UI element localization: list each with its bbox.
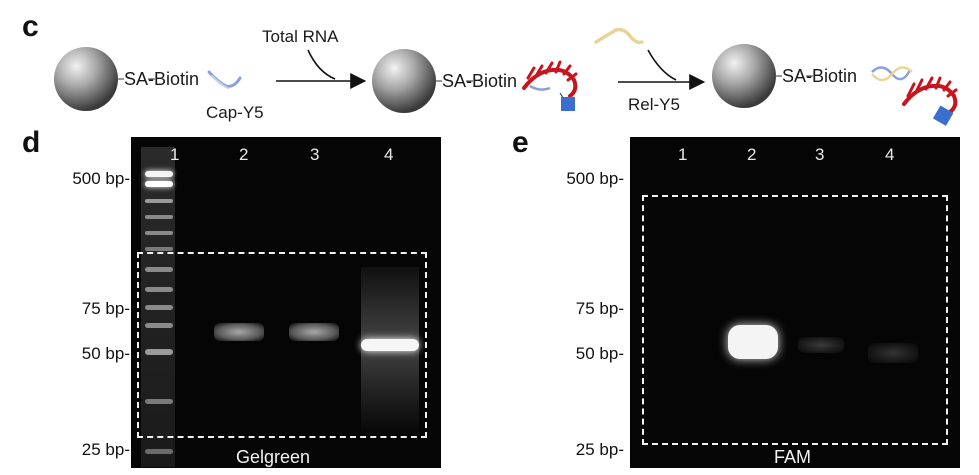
smear-lane-4 <box>361 267 419 437</box>
sample-band-lane-3 <box>289 323 339 341</box>
lane-label-3-e: 3 <box>815 145 825 164</box>
marker-25-d: 25 bp- <box>81 440 130 459</box>
sample-band-lane-4-e <box>868 343 918 363</box>
marker-75-d: 75 bp- <box>81 299 130 318</box>
rel-probe-curve <box>647 49 677 81</box>
ladder-band <box>145 215 173 219</box>
capture-probe-1 <box>207 70 242 88</box>
schematic-diagram <box>54 27 958 126</box>
sample-band-lane-3-e <box>798 337 844 353</box>
gel-image-d <box>131 137 441 468</box>
rel-y5-label: Rel-Y5 <box>628 95 680 114</box>
sa-biotin-label-3: SA-Biotin <box>782 66 858 86</box>
ladder-band <box>145 267 173 272</box>
bead-2 <box>372 49 436 113</box>
ladder-band <box>145 287 173 292</box>
marker-25-e: 25 bp- <box>575 440 624 459</box>
lane-label-1-e: 1 <box>678 145 688 164</box>
bead-3 <box>712 44 776 108</box>
dashed-region-d <box>137 252 427 438</box>
lane-label-4-e: 4 <box>885 145 895 164</box>
fam-label-square-2 <box>932 105 954 126</box>
marker-500-d: 500 bp- <box>72 169 130 188</box>
ladder-band <box>145 231 173 235</box>
marker-75-e: 75 bp- <box>575 299 624 318</box>
total-rna-label: Total RNA <box>262 27 339 46</box>
ladder-band <box>145 323 173 328</box>
lane-label-3-d: 3 <box>310 145 320 164</box>
ladder-band <box>145 181 173 187</box>
sa-biotin-label-2: SA-Biotin <box>442 71 518 91</box>
ladder-band <box>145 305 173 310</box>
stain-label-gelgreen: Gelgreen <box>236 447 311 467</box>
ladder-band <box>145 399 173 404</box>
sample-band-lane-2-e <box>728 325 778 359</box>
ladder-band <box>145 349 173 355</box>
total-rna-curve <box>307 49 336 80</box>
panel-letter-c: c <box>22 10 39 43</box>
lane-label-2-d: 2 <box>239 145 249 164</box>
lane-label-1-d: 1 <box>170 145 180 164</box>
sample-band-lane-2 <box>214 323 264 341</box>
panel-letter-e: e <box>512 126 529 159</box>
gel-image-e <box>630 137 960 468</box>
fam-label-square-1 <box>561 97 575 111</box>
ladder-band <box>145 247 173 251</box>
ladder-band <box>145 171 173 177</box>
panel-letter-d: d <box>22 126 41 159</box>
bead-1 <box>54 47 118 111</box>
dashed-region-e <box>642 195 948 445</box>
sample-band-lane-4 <box>361 339 419 351</box>
release-probe <box>594 27 644 45</box>
lane-label-4-d: 4 <box>384 145 394 164</box>
marker-50-d: 50 bp- <box>81 344 130 363</box>
ladder-band <box>145 449 173 454</box>
sa-biotin-label-1: SA-Biotin <box>124 69 200 89</box>
lane-label-2-e: 2 <box>747 145 757 164</box>
cap-y5-label: Cap-Y5 <box>206 103 264 122</box>
marker-50-e: 50 bp- <box>575 344 624 363</box>
stain-label-fam: FAM <box>774 447 812 467</box>
marker-500-e: 500 bp- <box>566 169 624 188</box>
ladder-band <box>145 199 173 203</box>
